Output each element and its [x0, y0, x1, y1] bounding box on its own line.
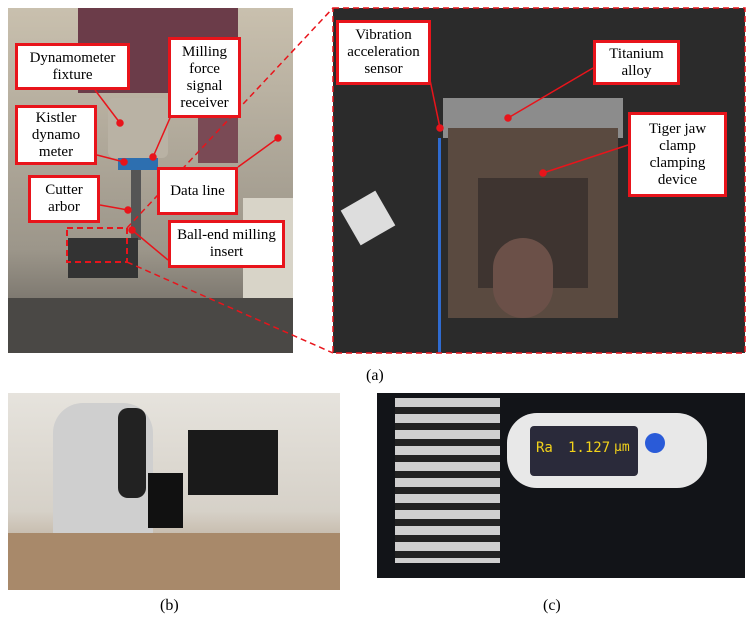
- caption-a: (a): [366, 367, 384, 384]
- display-value: 1.127: [568, 440, 611, 456]
- label-ball-end-insert: Ball-end milling insert: [168, 220, 285, 268]
- display-param: Ra: [536, 440, 553, 456]
- label-kistler-dynamometer: Kistler dynamo meter: [15, 105, 97, 165]
- label-cutter-arbor: Cutter arbor: [28, 175, 100, 223]
- label-titanium-alloy: Titanium alloy: [593, 40, 680, 85]
- display-unit: µm: [614, 440, 630, 455]
- label-tiger-jaw-clamp: Tiger jaw clamp clamping device: [628, 112, 727, 197]
- caption-b: (b): [160, 597, 179, 614]
- milling-machine-photo: [8, 8, 293, 353]
- caption-c: (c): [543, 597, 561, 614]
- label-dynamometer-fixture: Dynamometer fixture: [15, 43, 130, 90]
- microscope-photo: [8, 393, 340, 590]
- label-data-line: Data line: [157, 167, 238, 215]
- label-vibration-sensor: Vibration acceleration sensor: [336, 20, 431, 85]
- roughness-display: Ra 1.127 µm: [530, 426, 638, 476]
- roughness-tester-photo: Ra 1.127 µm: [377, 393, 745, 578]
- label-milling-force-receiver: Milling force signal receiver: [168, 37, 241, 118]
